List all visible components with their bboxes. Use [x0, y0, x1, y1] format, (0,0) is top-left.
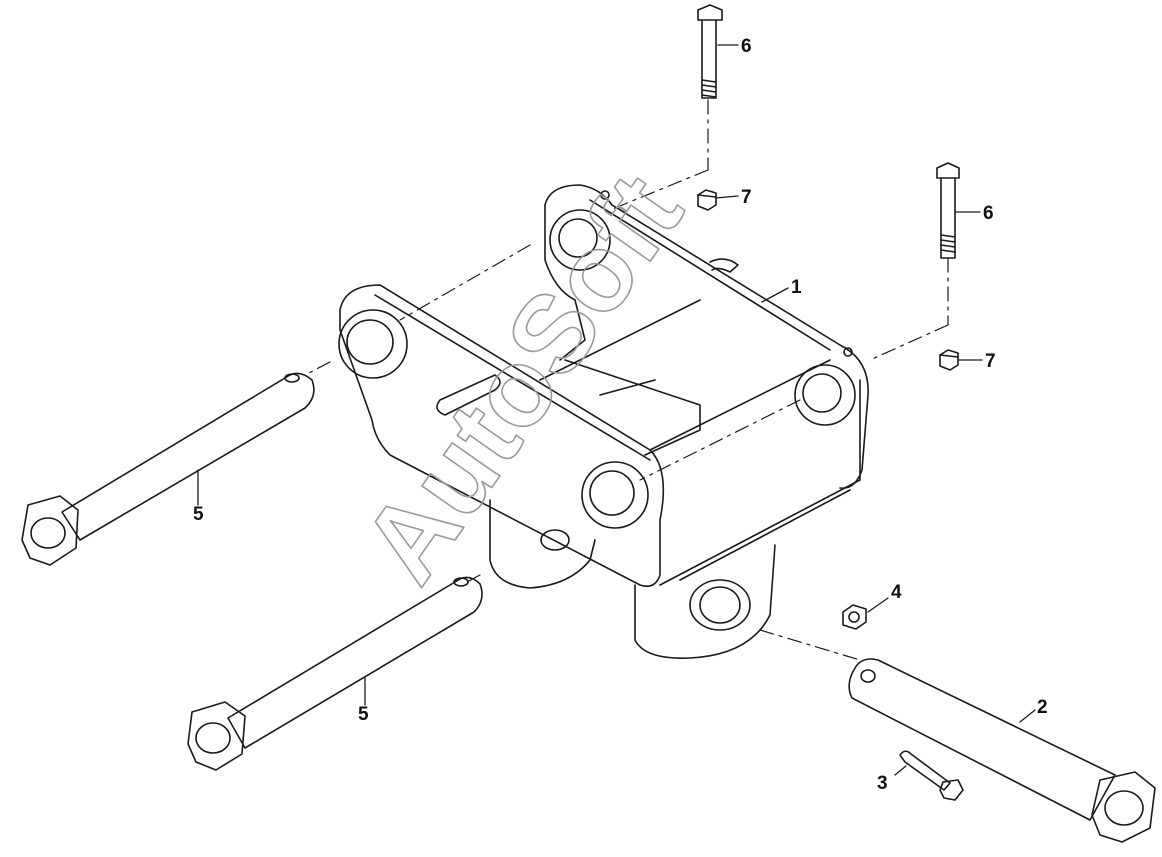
- leader-lines: [197, 44, 1036, 776]
- callout-6-upper: 6: [741, 36, 752, 57]
- bracket-frame: [338, 184, 869, 659]
- callout-7-upper: 7: [741, 187, 752, 208]
- callout-1: 1: [791, 277, 802, 298]
- pin-lower: [187, 576, 483, 771]
- bolt-right: [936, 162, 960, 259]
- small-bolt: [899, 750, 964, 801]
- nut-upper: [697, 189, 717, 211]
- nut-right: [939, 349, 959, 371]
- pin-upper: [21, 372, 315, 566]
- callout-2: 2: [1037, 697, 1048, 718]
- lock-nut: [842, 604, 867, 630]
- callout-5-lower: 5: [358, 704, 369, 725]
- assembly-center-lines: [304, 99, 949, 661]
- callout-6-right: 6: [983, 203, 994, 224]
- bolt-upper: [697, 4, 723, 99]
- callout-5-upper: 5: [193, 504, 204, 525]
- callout-4: 4: [891, 582, 902, 603]
- pin-main: [848, 658, 1156, 843]
- callout-3: 3: [877, 773, 888, 794]
- callout-labels: 6 7 6 7 1 4 2 3 5 5: [193, 36, 1048, 794]
- watermark-text: AutoSoft: [339, 153, 706, 604]
- callout-7-right: 7: [985, 351, 996, 372]
